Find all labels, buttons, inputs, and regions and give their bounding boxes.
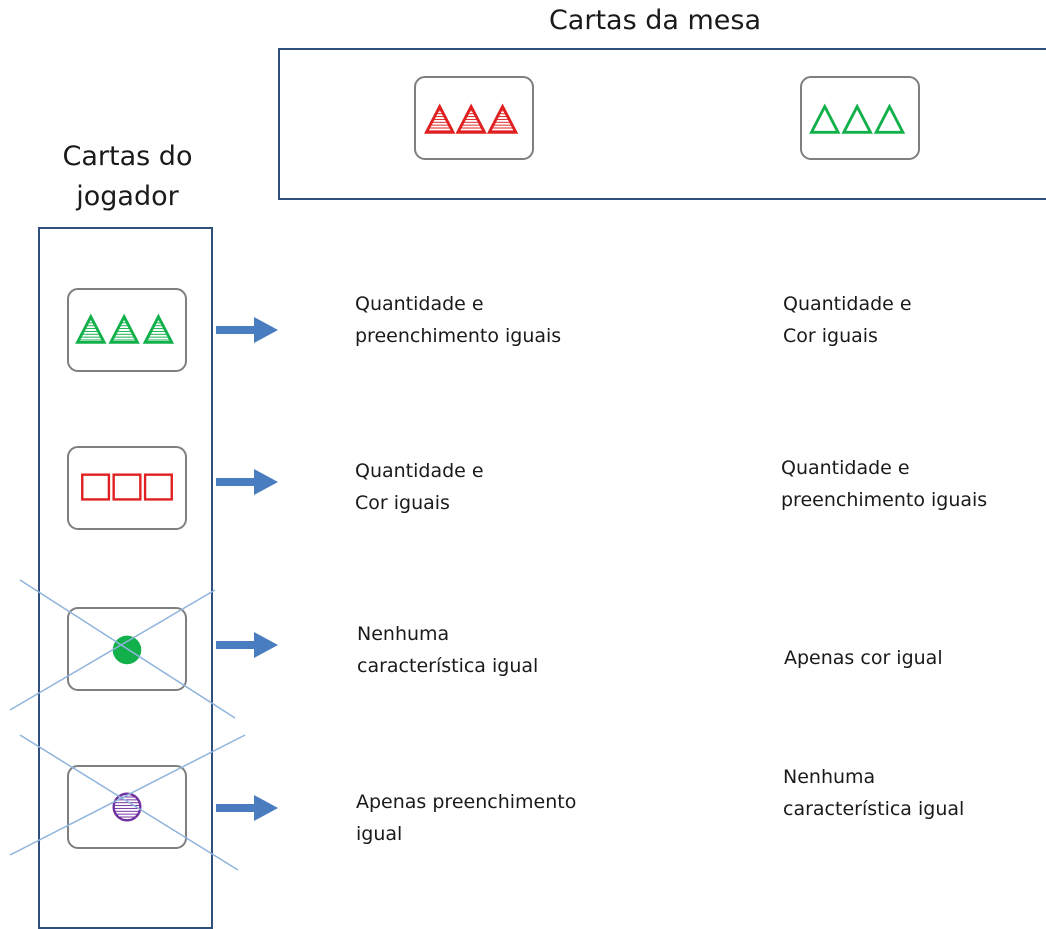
comparison-row4-vs-red: Apenas preenchimento igual (356, 791, 577, 845)
comparison-row3-vs-red: Nenhuma característica igual (357, 623, 539, 677)
player-card-red-open-rectangles[interactable] (67, 446, 187, 530)
player-cards-title-line1: Cartas do (62, 141, 193, 172)
purple-striped-circle-icon (112, 792, 142, 822)
table-cards-title: Cartas da mesa (548, 5, 762, 36)
red-striped-triangle-icon (424, 103, 519, 134)
player-card-green-striped-triangles[interactable] (67, 288, 187, 372)
player-card-purple-striped-circle[interactable] (67, 765, 187, 849)
comparison-row4-vs-green: Nenhuma característica igual (783, 766, 965, 820)
comparison-row3-vs-green: Apenas cor igual (784, 647, 943, 669)
table-cards-box (278, 48, 1046, 200)
arrow-right-icon (216, 317, 278, 343)
table-card-red-striped-triangles[interactable] (414, 76, 534, 160)
arrow-right-icon (216, 469, 278, 495)
red-open-rectangle-icon (81, 473, 173, 501)
arrow-right-icon (216, 632, 278, 658)
player-cards-title-line2: jogador (76, 181, 179, 212)
table-card-green-open-triangles[interactable] (800, 76, 920, 160)
green-open-triangle-icon (809, 103, 906, 134)
comparison-row2-vs-red: Quantidade e Cor iguais (355, 460, 484, 514)
arrow-right-icon (216, 795, 278, 821)
comparison-row1-vs-green: Quantidade e Cor iguais (783, 293, 912, 347)
player-card-green-solid-circle[interactable] (67, 607, 187, 691)
green-solid-circle-icon (112, 635, 142, 665)
comparison-row2-vs-green: Quantidade e preenchimento iguais (781, 457, 988, 511)
comparison-row1-vs-red: Quantidade e preenchimento iguais (355, 293, 562, 347)
green-striped-triangle-icon (75, 313, 175, 344)
